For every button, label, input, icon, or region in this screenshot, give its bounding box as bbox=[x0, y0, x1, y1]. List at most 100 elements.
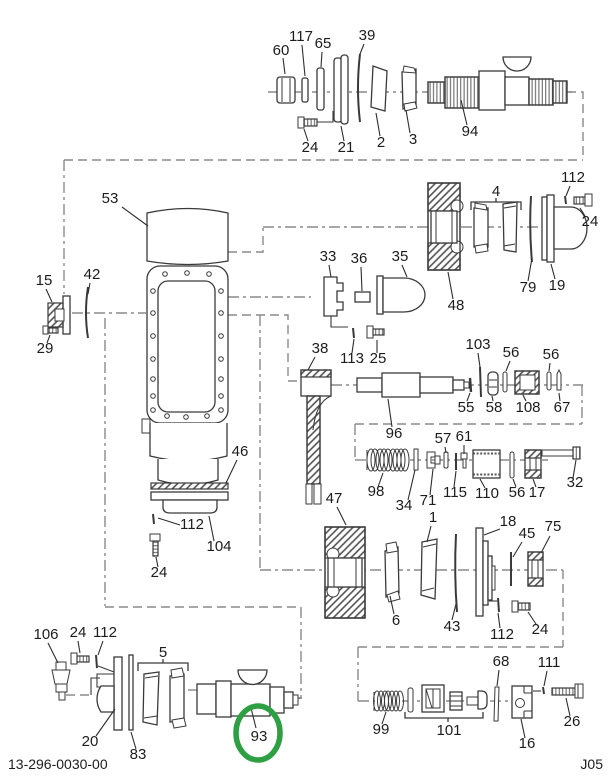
callout-112: 112 bbox=[93, 624, 117, 641]
part-bearing-cone-3 bbox=[401, 65, 418, 112]
part-ring-42 bbox=[85, 286, 89, 339]
part-pin-67 bbox=[556, 368, 562, 391]
part-bearing-cup-1 bbox=[420, 538, 438, 600]
leader-line-65 bbox=[320, 51, 323, 68]
highlight-circle-93 bbox=[233, 703, 283, 763]
bracket-5 bbox=[137, 659, 189, 671]
leader-line-112 bbox=[97, 640, 104, 656]
leader-line-43 bbox=[451, 603, 457, 621]
callout-55: 55 bbox=[458, 399, 475, 416]
part-gear-47 bbox=[324, 526, 366, 619]
part-pin-103 bbox=[479, 366, 482, 398]
part-shim-43 bbox=[454, 533, 458, 613]
leader-line-111 bbox=[543, 670, 548, 687]
part-pin-56-b bbox=[546, 371, 552, 391]
callout-24: 24 bbox=[151, 564, 168, 581]
callout-24: 24 bbox=[582, 213, 599, 230]
part-breather-106 bbox=[51, 661, 71, 701]
leader-line-112 bbox=[157, 517, 181, 526]
part-pin-112-bottom bbox=[95, 654, 115, 673]
part-pin-36 bbox=[354, 291, 371, 303]
leader-line-38 bbox=[307, 356, 316, 371]
leader-line-35 bbox=[401, 264, 408, 278]
part-pin-112-pan bbox=[152, 513, 155, 525]
leader-line-67 bbox=[558, 392, 561, 402]
leader-line-60 bbox=[282, 57, 286, 75]
leader-line-56 bbox=[548, 362, 551, 372]
leader-line-56 bbox=[512, 478, 517, 488]
part-pin-113 bbox=[352, 327, 355, 339]
callout-56: 56 bbox=[509, 484, 526, 501]
leader-line-58 bbox=[491, 395, 494, 402]
callout-5: 5 bbox=[159, 644, 167, 661]
callout-38: 38 bbox=[312, 340, 329, 357]
callout-56: 56 bbox=[503, 344, 520, 361]
callout-21: 21 bbox=[338, 139, 355, 156]
leader-line-18 bbox=[483, 528, 501, 536]
callout-53: 53 bbox=[102, 190, 119, 207]
part-pin-56-a bbox=[502, 371, 508, 393]
callout-1: 1 bbox=[429, 509, 437, 526]
leader-line-46 bbox=[225, 459, 238, 484]
callout-60: 60 bbox=[273, 42, 290, 59]
leader-line-93 bbox=[250, 707, 257, 729]
callout-42: 42 bbox=[84, 266, 101, 283]
part-nut-17 bbox=[524, 449, 542, 479]
part-shaft-96 bbox=[356, 372, 470, 398]
callout-24: 24 bbox=[70, 624, 87, 641]
callout-101: 101 bbox=[436, 722, 461, 739]
callout-115: 115 bbox=[443, 484, 467, 501]
callout-29: 29 bbox=[37, 340, 54, 357]
callout-68: 68 bbox=[493, 653, 510, 670]
leader-line-47 bbox=[336, 506, 347, 526]
part-shift-lever-38 bbox=[300, 369, 332, 505]
leader-line-98 bbox=[377, 472, 384, 488]
part-bushing-15 bbox=[47, 295, 71, 335]
leader-line-26 bbox=[565, 697, 571, 717]
part-pin-112-cover bbox=[497, 597, 500, 613]
callout-25: 25 bbox=[370, 350, 387, 367]
callout-45: 45 bbox=[519, 525, 536, 542]
callout-94: 94 bbox=[462, 123, 479, 140]
callout-15: 15 bbox=[36, 272, 53, 289]
part-rod-32 bbox=[541, 446, 581, 460]
leader-line-106 bbox=[47, 642, 59, 664]
leader-line-21 bbox=[340, 125, 345, 142]
callout-34: 34 bbox=[396, 497, 413, 514]
callout-113: 113 bbox=[340, 350, 364, 367]
callout-112: 112 bbox=[561, 169, 585, 186]
callout-75: 75 bbox=[545, 518, 562, 535]
leader-line-15 bbox=[45, 288, 53, 303]
part-clip-71 bbox=[426, 451, 441, 469]
part-spring-98 bbox=[366, 448, 410, 472]
leader-line-45 bbox=[512, 541, 523, 558]
leader-line-2 bbox=[375, 112, 381, 137]
callout-6: 6 bbox=[392, 612, 400, 629]
callout-57: 57 bbox=[435, 430, 452, 447]
callout-98: 98 bbox=[368, 483, 385, 500]
part-detent-kit-101 bbox=[404, 684, 488, 722]
part-bearing-cone-6 bbox=[384, 541, 401, 603]
callout-104: 104 bbox=[206, 538, 231, 555]
leader-line-99 bbox=[381, 711, 387, 725]
leader-line-56 bbox=[505, 360, 511, 372]
callout-67: 67 bbox=[554, 399, 571, 416]
part-cover-19 bbox=[541, 194, 588, 263]
callout-79: 79 bbox=[520, 279, 537, 296]
leader-line-20 bbox=[95, 708, 116, 737]
part-bracket-33 bbox=[323, 276, 348, 328]
callout-56: 56 bbox=[543, 346, 560, 363]
callout-20: 20 bbox=[82, 733, 99, 750]
callout-4: 4 bbox=[492, 183, 500, 200]
part-bolt-24-cover bbox=[511, 600, 531, 613]
leader-line-115 bbox=[453, 470, 457, 488]
callout-65: 65 bbox=[315, 35, 332, 52]
part-strip-34 bbox=[413, 448, 419, 471]
callout-19: 19 bbox=[549, 277, 566, 294]
leader-line-1 bbox=[426, 525, 432, 543]
leader-line-75 bbox=[540, 535, 551, 554]
leader-line-17 bbox=[532, 478, 537, 488]
leader-line-96 bbox=[387, 398, 393, 428]
